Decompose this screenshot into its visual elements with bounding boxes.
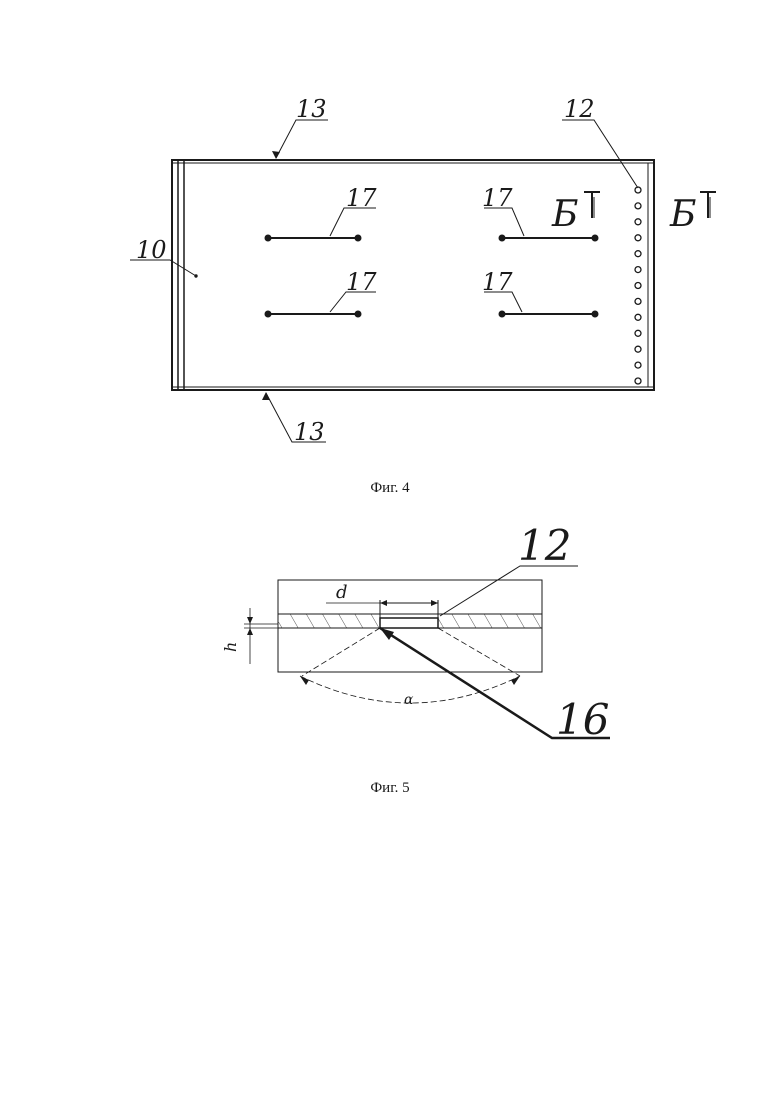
label-17-bottom-right: 17: [482, 268, 513, 296]
slot-bottom-left: [266, 312, 361, 317]
hole-column: [635, 187, 641, 384]
alpha-ray-right: [438, 628, 520, 676]
hatched-layer-right: [438, 614, 542, 628]
leader-12-fig5: [440, 566, 578, 616]
insert-block: [380, 618, 438, 628]
hole-4: [635, 235, 641, 241]
hole-9: [635, 314, 641, 320]
hatched-layer-left: [278, 614, 380, 628]
label-12: 12: [564, 95, 595, 123]
slot-top-left: [266, 236, 361, 241]
hole-2: [635, 203, 641, 209]
section-marker-left: [584, 192, 600, 218]
arrowhead-13-top: [272, 151, 280, 159]
hole-3: [635, 219, 641, 225]
label-13-bottom: 13: [294, 418, 325, 446]
slot-bottom-right: [500, 312, 598, 317]
section-marker-right: [700, 192, 716, 218]
caption-fig5: Фиг. 5: [370, 780, 409, 796]
caption-fig4: Фиг. 4: [370, 480, 410, 496]
alpha-ray-left: [302, 628, 380, 676]
leader-17-top-left: [330, 208, 376, 236]
hole-12: [635, 362, 641, 368]
section-letter-left: Б: [551, 194, 578, 235]
label-17-top-left: 17: [346, 184, 377, 212]
hole-7: [635, 283, 641, 289]
plate-outline: [172, 160, 654, 390]
slot-top-right: [500, 236, 598, 241]
leader-13-top: [276, 120, 328, 158]
hole-13: [635, 378, 641, 384]
label-17-bottom-left: 17: [346, 268, 377, 296]
label-13-top: 13: [296, 95, 327, 123]
leader-12: [562, 120, 638, 188]
arrowhead-16: [380, 628, 394, 640]
label-17-top-right: 17: [482, 184, 513, 212]
fig4-leaders: [130, 120, 638, 442]
arrowhead-13-bottom: [262, 392, 270, 400]
label-10: 10: [136, 236, 167, 264]
section-letter-right: Б: [669, 194, 696, 235]
label-alpha: α: [404, 692, 414, 708]
hole-8: [635, 298, 641, 304]
label-d: d: [336, 582, 348, 603]
label-16: 16: [556, 695, 609, 744]
hole-6: [635, 267, 641, 273]
hole-10: [635, 330, 641, 336]
hole-5: [635, 251, 641, 257]
figure-4: [130, 120, 716, 442]
label-12-fig5: 12: [518, 521, 571, 570]
hole-11: [635, 346, 641, 352]
leader-17-top-right: [484, 208, 524, 236]
label-h: h: [221, 642, 240, 652]
